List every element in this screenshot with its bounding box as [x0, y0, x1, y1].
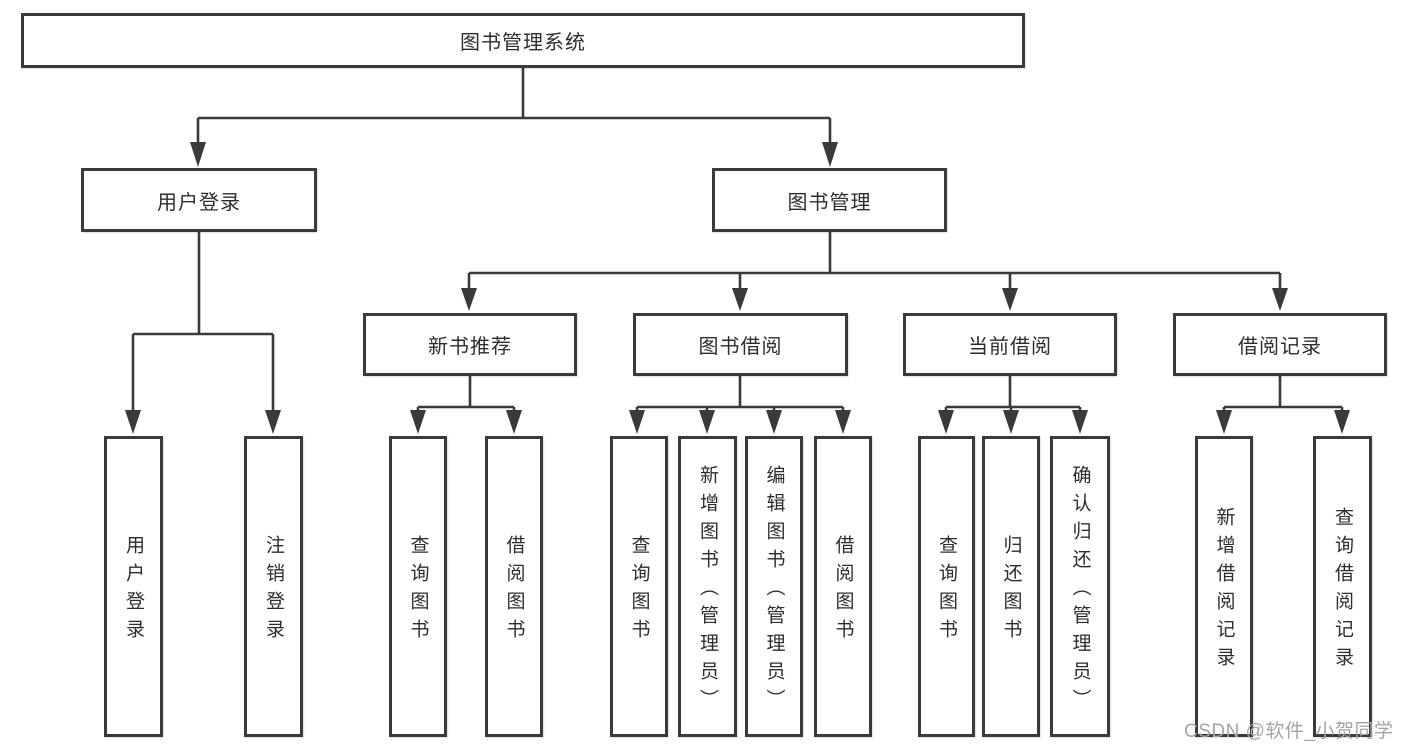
node-new-book-recommend-label: 新书推荐	[428, 336, 512, 358]
leaf-edit-book-admin: 编辑图书（管理员）	[745, 436, 803, 737]
arrowheads	[125, 142, 1350, 434]
leaf-user-login-label: 用户登录	[123, 535, 144, 647]
node-book-management-label: 图书管理	[787, 191, 872, 214]
leaf-logout-label: 注销登录	[263, 535, 284, 647]
connector-book-borrow-children	[635, 376, 845, 412]
leaf-confirm-return-admin-label: 确认归还（管理员）	[1069, 465, 1091, 717]
connector-borrow-records-children	[1222, 376, 1344, 412]
node-book-borrow-label: 图书借阅	[698, 336, 783, 358]
node-root: 图书管理系统	[21, 13, 1025, 68]
node-borrow-records: 借阅记录	[1173, 313, 1387, 376]
leaf-query-borrow-record-label: 查询借阅记录	[1332, 507, 1353, 675]
node-borrow-records-label: 借阅记录	[1238, 336, 1322, 358]
leaf-user-login: 用户登录	[104, 436, 163, 737]
leaf-return-book: 归还图书	[982, 436, 1040, 737]
leaf-add-book-admin: 新增图书（管理员）	[678, 436, 737, 737]
leaf-add-borrow-record: 新增借阅记录	[1195, 436, 1253, 737]
connector-book-management-children	[467, 232, 1282, 289]
leaf-return-book-label: 归还图书	[1000, 535, 1022, 647]
node-book-management: 图书管理	[712, 168, 947, 232]
leaf-add-borrow-record-label: 新增借阅记录	[1213, 507, 1235, 675]
leaf-borrow-books-2: 借阅图书	[814, 436, 872, 737]
leaf-edit-book-admin-label: 编辑图书（管理员）	[763, 465, 785, 717]
node-user-login-label: 用户登录	[157, 191, 241, 214]
leaf-borrow-books-1-label: 借阅图书	[503, 535, 525, 647]
leaf-logout: 注销登录	[244, 436, 303, 737]
leaf-query-books-2: 查询图书	[610, 436, 668, 737]
leaf-query-books-3: 查询图书	[918, 436, 975, 737]
csdn-watermark: CSDN @软件_小贺同学	[1184, 721, 1394, 742]
leaf-borrow-books-2-label: 借阅图书	[832, 535, 854, 647]
node-current-borrow-label: 当前借阅	[968, 336, 1052, 358]
connector-new-book-children	[416, 376, 516, 412]
leaf-query-borrow-record: 查询借阅记录	[1313, 436, 1372, 737]
node-user-login: 用户登录	[81, 168, 317, 232]
node-root-label: 图书管理系统	[460, 32, 586, 54]
node-new-book-recommend: 新书推荐	[363, 313, 577, 376]
leaf-query-books-2-label: 查询图书	[628, 535, 650, 647]
connector-current-borrow-children	[944, 376, 1082, 412]
leaf-borrow-books-1: 借阅图书	[485, 436, 543, 737]
leaf-confirm-return-admin: 确认归还（管理员）	[1050, 436, 1110, 737]
leaf-query-books-3-label: 查询图书	[936, 535, 957, 647]
connector-user-login-children	[131, 232, 275, 412]
leaf-add-book-admin-label: 新增图书（管理员）	[697, 465, 718, 717]
leaf-query-books-1-label: 查询图书	[407, 535, 429, 647]
leaf-query-books-1: 查询图书	[389, 436, 447, 737]
connector-root-to-level2	[196, 68, 832, 144]
node-current-borrow: 当前借阅	[903, 313, 1117, 376]
node-book-borrow: 图书借阅	[633, 313, 848, 376]
